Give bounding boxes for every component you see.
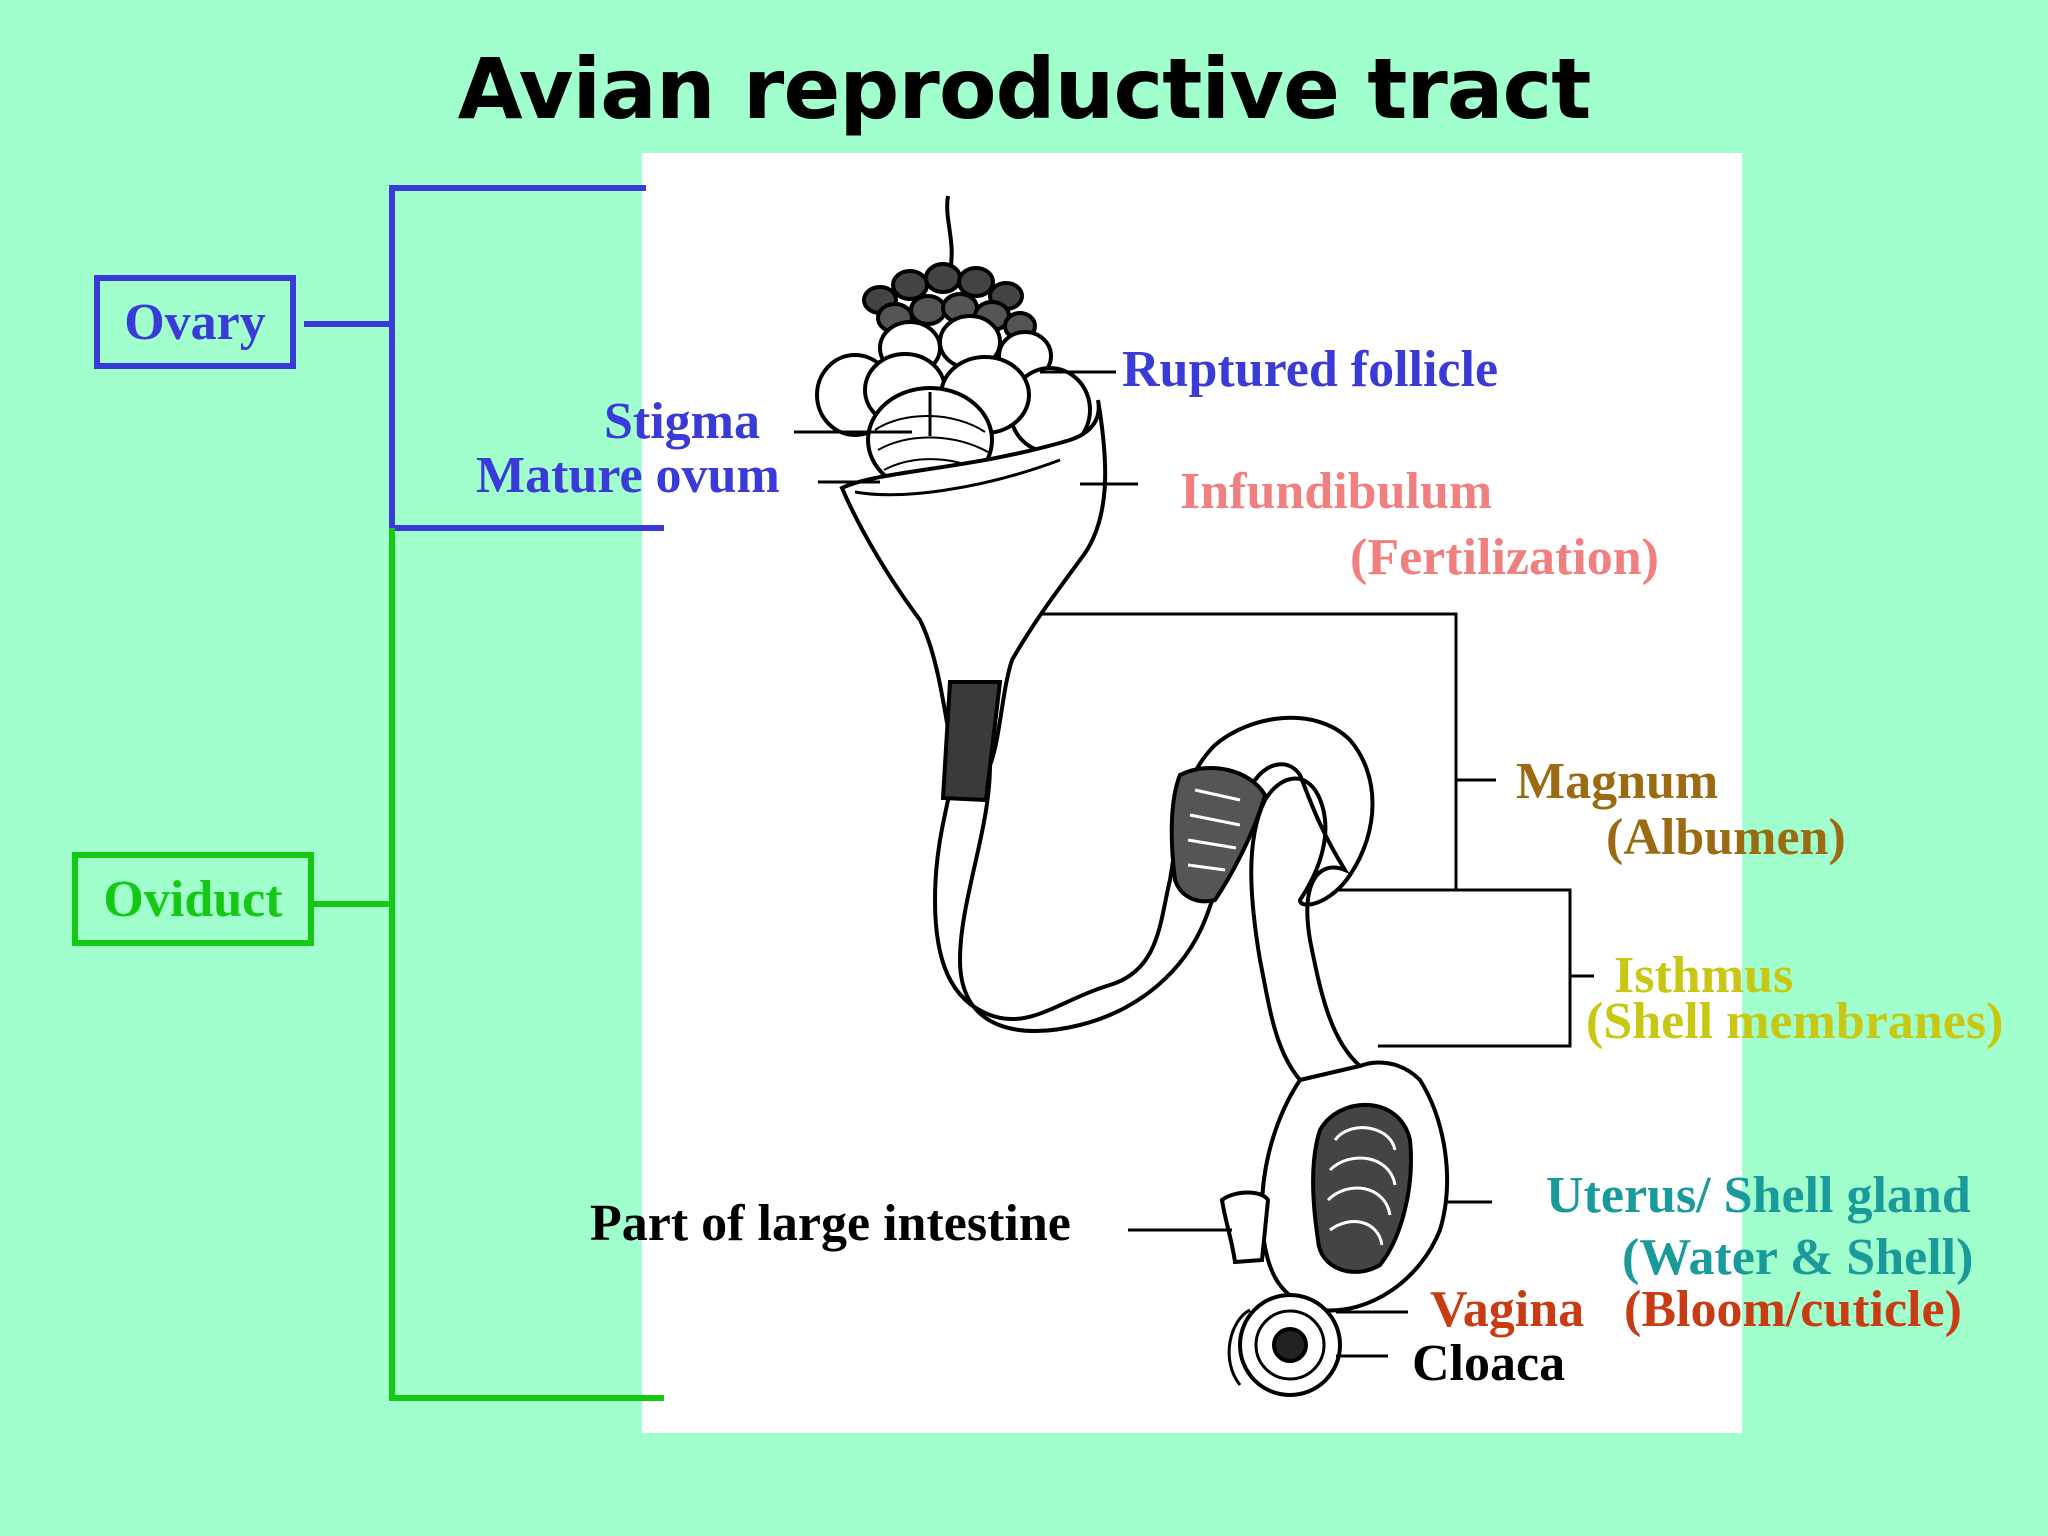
ovary-group-box: Ovary	[94, 275, 296, 369]
label-infundibulum: Infundibulum	[1180, 463, 1493, 520]
label-vagina: Vagina	[1430, 1281, 1585, 1338]
oviduct-group-box: Oviduct	[72, 852, 314, 946]
label-large-intestine: Part of large intestine	[590, 1195, 1071, 1252]
label-magnum-function: (Albumen)	[1606, 809, 1846, 866]
label-uterus: Uterus/ Shell gland	[1546, 1167, 1971, 1224]
label-vagina-function: (Bloom/cuticle)	[1624, 1281, 1962, 1338]
label-magnum: Magnum	[1516, 753, 1719, 810]
ovary-group-label: Ovary	[124, 293, 266, 351]
ovary-bracket	[304, 185, 664, 531]
oviduct-bracket	[312, 528, 664, 1401]
leader-lines	[794, 370, 1492, 1358]
label-cloaca: Cloaca	[1412, 1335, 1566, 1392]
infundibulum-funnel	[839, 399, 1108, 767]
oviduct-group-label: Oviduct	[103, 870, 283, 928]
label-isthmus: Isthmus	[1614, 947, 1794, 1004]
segment-brackets	[1036, 612, 1594, 1048]
label-ruptured-follicle: Ruptured follicle	[1122, 341, 1499, 398]
label-uterus-function: (Water & Shell)	[1622, 1229, 1974, 1286]
label-isthmus-function: (Shell membranes)	[1586, 993, 2004, 1050]
ovary-follicles	[815, 262, 1092, 494]
label-mature-ovum: Mature ovum	[476, 447, 780, 504]
label-infundibulum-function: (Fertilization)	[1350, 529, 1659, 586]
magnum-tube	[932, 715, 1375, 1083]
label-stigma: Stigma	[604, 393, 760, 450]
page-title: Avian reproductive tract	[457, 40, 1592, 138]
reproductive-tract-illustration	[815, 195, 1450, 1397]
large-intestine-stub	[1219, 1190, 1271, 1265]
